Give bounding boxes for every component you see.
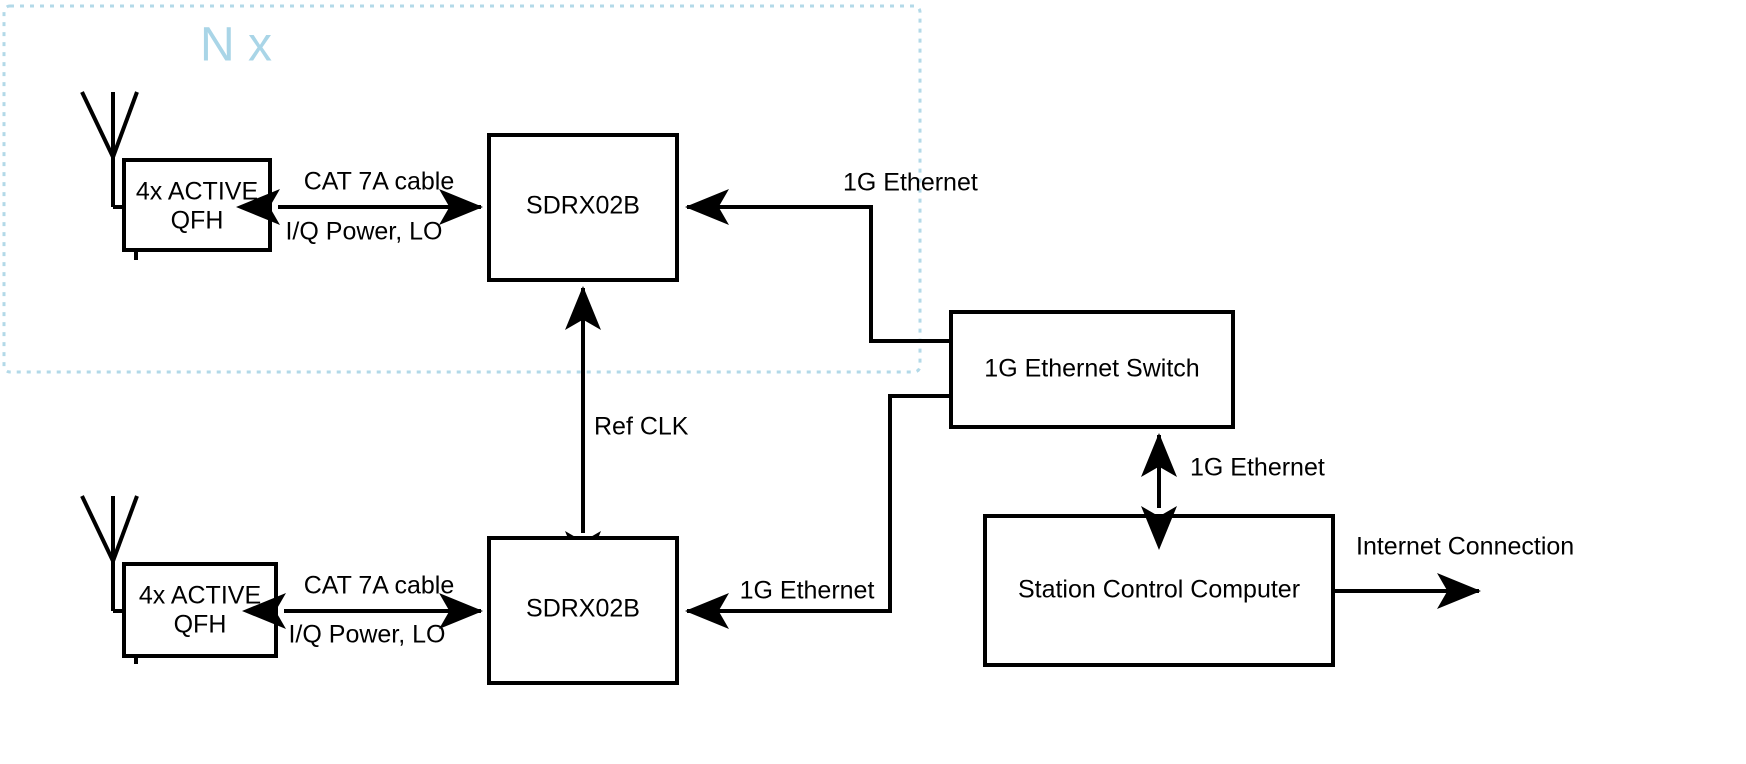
sdrx02b-box-bottom[interactable] <box>487 536 679 685</box>
edge-label-iq-power-lo-top: I/Q Power, LO <box>285 218 442 246</box>
sdrx02b-box-top[interactable] <box>487 133 679 282</box>
qfh-box-top-label-line1: 4x ACTIVE <box>136 178 258 206</box>
edge-label-internet-connection: Internet Connection <box>1356 533 1574 561</box>
qfh-box-top-label-line2: QFH <box>171 207 224 235</box>
edge-label-ethernet-switch-computer: 1G Ethernet <box>1190 454 1325 482</box>
qfh-box-bottom-label-line2: QFH <box>174 611 227 639</box>
edge-label-ethernet-bottom: 1G Ethernet <box>740 577 875 605</box>
group-multiplier-label: N x <box>200 19 272 72</box>
ethernet-switch-box-label: 1G Ethernet Switch <box>984 355 1199 383</box>
sdrx02b-box-bottom-label: SDRX02B <box>526 595 640 623</box>
edge-label-cat7a-top: CAT 7A cable <box>304 168 455 196</box>
edge-label-ethernet-top: 1G Ethernet <box>843 169 978 197</box>
edge-label-cat7a-bottom: CAT 7A cable <box>304 572 455 600</box>
qfh-box-bottom-label-line1: 4x ACTIVE <box>139 582 261 610</box>
group-dotted-container <box>2 4 922 374</box>
ethernet-switch-box[interactable] <box>949 310 1235 429</box>
sdrx02b-box-top-label: SDRX02B <box>526 192 640 220</box>
edge-label-ref-clk: Ref CLK <box>594 413 689 441</box>
station-control-computer-box-label: Station Control Computer <box>1018 576 1300 604</box>
edge-label-iq-power-lo-bottom: I/Q Power, LO <box>288 621 445 649</box>
